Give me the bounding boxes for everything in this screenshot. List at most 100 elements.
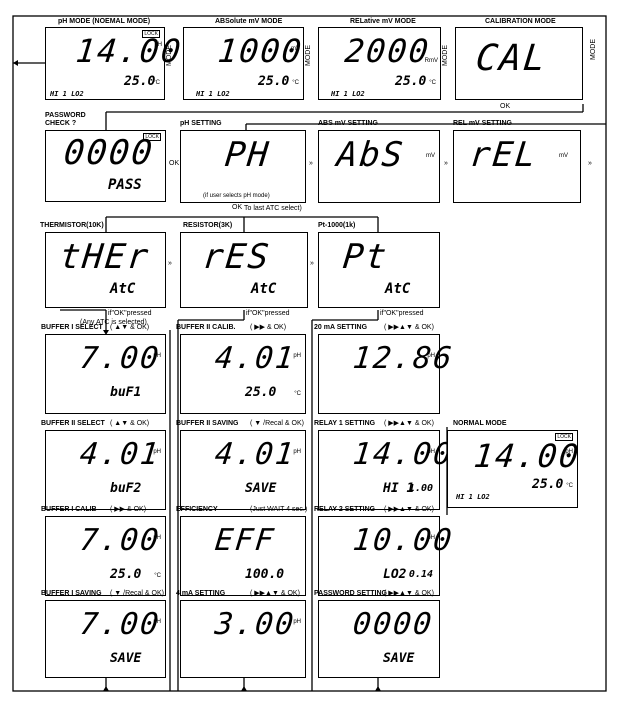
relay-status: HI 1 LO2	[50, 90, 84, 98]
atc-note: To last ATC select)	[244, 205, 302, 212]
step-title: BUFFER II SELECT	[41, 420, 105, 427]
unit: pH	[153, 535, 161, 541]
cal-mode-display: CAL	[455, 27, 583, 100]
unit: pH	[154, 42, 162, 48]
step-title: 20 mA SETTING	[314, 324, 368, 331]
temp-unit: °C	[429, 80, 436, 86]
display-value: 4.01	[213, 437, 298, 472]
unit: mV	[291, 46, 300, 52]
unit: pH	[565, 449, 573, 455]
step-title: BUFFER II SAVING	[176, 420, 239, 427]
unit: pH	[427, 449, 435, 455]
display-sub: AtC	[251, 281, 277, 297]
step-title: PASSWORD SETTING	[314, 590, 387, 597]
unit: pH	[427, 353, 435, 359]
display-value: 0000	[61, 133, 156, 173]
step-title: EFFICIENCY	[176, 506, 218, 513]
password-title-2: CHECK ?	[45, 120, 77, 127]
display-value: AbS	[334, 135, 407, 175]
resistor-display: rES AtC	[180, 232, 308, 308]
sub-unit: °C	[154, 573, 161, 579]
temp-value: 25.0	[532, 477, 564, 492]
ok-label: OK	[169, 160, 180, 167]
pressed-note-b: if"OK"pressed	[246, 310, 290, 317]
pressed-note-a2: (Any ATC is selected)	[80, 319, 147, 326]
relay-status: HI 1 LO2	[196, 90, 230, 98]
step-title: BUFFER I CALIB	[41, 506, 97, 513]
abs-mode-title: ABSolute mV MODE	[215, 18, 283, 25]
rel-setting-display: rEL mV	[453, 130, 581, 203]
thermistor-title: THERMISTOR(10K)	[40, 222, 104, 229]
unit: pH	[153, 353, 161, 359]
step-keys: ( ▼ /Recal & OK)	[250, 420, 304, 427]
display-value: 10.00	[351, 523, 456, 558]
display-value: EFF	[213, 523, 278, 558]
display-value: tHEr	[57, 237, 152, 277]
rel-mode-title: RELative mV MODE	[350, 18, 416, 25]
normal-mode-display: LOCK 14.00 pH 25.0 °C HI 1 LO2	[447, 430, 582, 508]
relay-status: HI 1 LO2	[456, 493, 490, 501]
display-sub: AtC	[385, 281, 411, 297]
lock-tag: LOCK	[555, 433, 573, 441]
double-arrow-icon: »	[309, 160, 313, 167]
display-sub: 25.0	[110, 567, 142, 582]
rel-setting-title: REL mV SETTING	[453, 120, 512, 127]
step-keys: ( ▶▶▲▼ & OK)	[384, 420, 434, 427]
rel-mode-display: 2000 RmV 25.0 °C HI 1 LO2	[318, 27, 441, 100]
display-value: 3.00	[213, 607, 298, 642]
display-sub: 25.0	[245, 385, 277, 400]
step-keys: ( ▶▶▲▼ & OK)	[384, 506, 434, 513]
step-title: RELAY 2 SETTING	[314, 506, 376, 513]
temp-unit: °C	[292, 80, 299, 86]
step-keys: ( ▶▶ & OK)	[110, 506, 147, 513]
temp-unit: °C	[566, 483, 573, 489]
step-title: 4 mA SETTING	[176, 590, 226, 597]
step-keys: ( ▲▼ & OK)	[110, 324, 150, 331]
display-value: 14.00	[472, 437, 583, 475]
step-keys: ( ▶▶▲▼ & OK)	[250, 590, 300, 597]
step-title: BUFFER I SAVING	[41, 590, 102, 597]
step-keys: ( ▶▶▲▼ & OK)	[384, 590, 434, 597]
ph-setting-note: (if user selects pH mode)	[203, 193, 270, 199]
unit: mV	[426, 153, 435, 159]
pt1000-title: Pt-1000(1k)	[318, 222, 356, 229]
resistor-title: RESISTOR(3K)	[183, 222, 233, 229]
unit: pH	[153, 449, 161, 455]
display-sub: buF1	[110, 385, 142, 400]
temp-unit: °C	[153, 80, 160, 86]
temp-value: 25.0	[258, 74, 290, 89]
display-value: 4.01	[78, 437, 163, 472]
unit: pH	[293, 449, 301, 455]
display-value: 7.00	[78, 523, 163, 558]
abs-setting-display: AbS mV	[318, 130, 440, 203]
ph-mode-title: pH MODE (NOEMAL MODE)	[58, 18, 151, 25]
ph-setting-title: pH SETTING	[180, 120, 222, 127]
unit: pH	[293, 353, 301, 359]
lock-tag: LOCK	[142, 30, 160, 38]
ph-setting-display: PH (if user selects pH mode)	[180, 130, 306, 203]
display-sub: buF2	[110, 481, 142, 496]
password-check-display: LOCK 0000 PASS	[45, 130, 166, 202]
double-arrow-icon: »	[444, 160, 448, 167]
pressed-note-c: if"OK"pressed	[380, 310, 424, 317]
normal-mode-title: NORMAL MODE	[453, 420, 507, 427]
thermistor-display: tHEr AtC	[45, 232, 166, 308]
password-title-1: PASSWORD	[45, 112, 86, 119]
display-value: 2000	[343, 32, 433, 70]
step-keys: ( ▶▶ & OK)	[250, 324, 287, 331]
mode-label: MODE	[442, 45, 449, 66]
double-arrow-icon: »	[588, 160, 592, 167]
unit: pH	[427, 535, 435, 541]
